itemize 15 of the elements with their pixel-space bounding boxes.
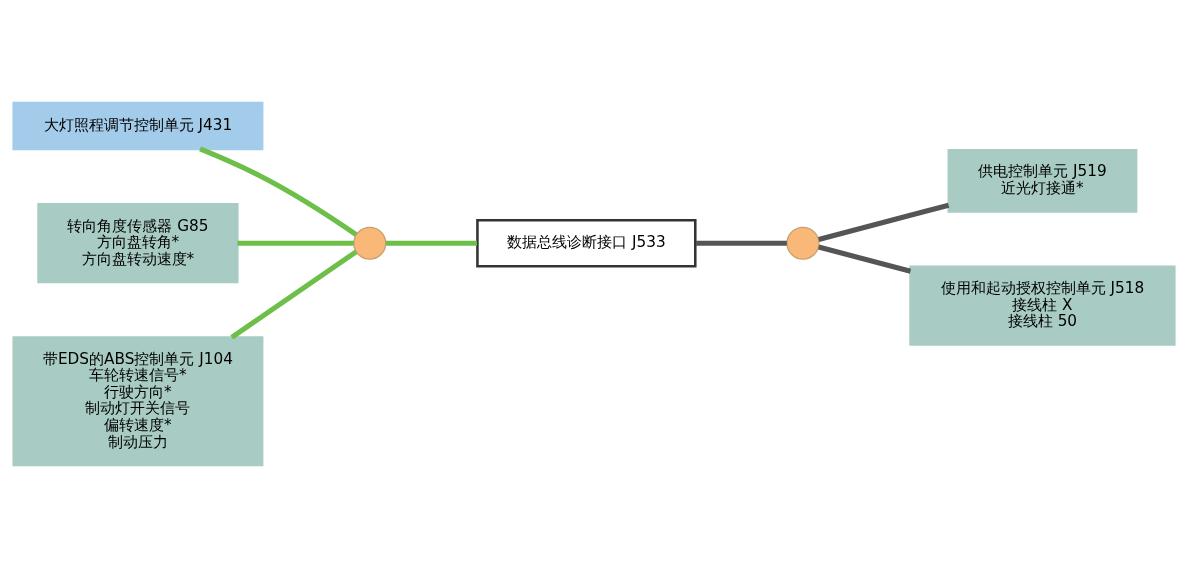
node-box: 数据总线诊断接口 J533 xyxy=(476,219,697,268)
connector xyxy=(385,240,477,246)
connector xyxy=(230,249,358,340)
node-box: 供电控制单元 J519 近光灯接通* xyxy=(947,148,1138,213)
node-box: 使用和起动授权控制单元 J518 接线柱 X 接线柱 50 xyxy=(909,265,1176,346)
node-circle xyxy=(353,226,387,260)
connector xyxy=(199,146,358,237)
node-box: 大灯照程调节控制单元 J431 xyxy=(12,101,264,151)
node-circle xyxy=(786,226,820,260)
node-box: 带EDS的ABS控制单元 J104 车轮转速信号* 行驶方向* 制动灯开关信号 偏转速度* 制动压力 xyxy=(12,336,264,467)
connector xyxy=(818,202,950,242)
connector xyxy=(237,240,354,246)
connector xyxy=(818,244,912,274)
connector xyxy=(695,240,787,246)
node-box: 转向角度传感器 G85 方向盘转角* 方向盘转动速度* xyxy=(37,203,239,284)
